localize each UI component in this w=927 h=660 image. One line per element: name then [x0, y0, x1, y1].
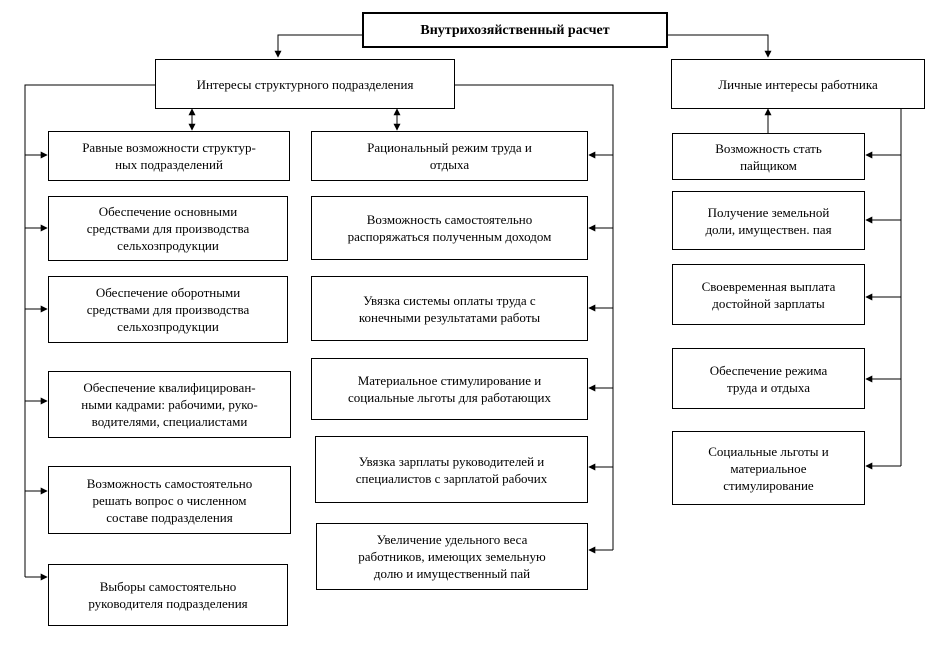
left-box-5: Возможность самостоятельно решать вопрос…	[48, 466, 291, 534]
right-box-2: Получение земельной доли, имуществен. па…	[672, 191, 865, 250]
middle-box-5: Увязка зарплаты руководителей и специали…	[315, 436, 588, 503]
middle-box-4: Материальное стимулирование и социальные…	[311, 358, 588, 420]
unit-interests-box: Интересы структурного подразделения	[155, 59, 455, 109]
middle-box-6: Увеличение удельного веса работников, им…	[316, 523, 588, 590]
left-box-1: Равные возможности структур- ных подразд…	[48, 131, 290, 181]
right-box-1: Возможность стать пайщиком	[672, 133, 865, 180]
middle-box-2: Возможность самостоятельно распоряжаться…	[311, 196, 588, 260]
left-box-2: Обеспечение основными средствами для про…	[48, 196, 288, 261]
right-box-5: Социальные льготы и материальное стимули…	[672, 431, 865, 505]
root-box-title: Внутрихозяйственный расчет	[362, 12, 668, 48]
right-box-4: Обеспечение режима труда и отдыха	[672, 348, 865, 409]
worker-interests-box: Личные интересы работника	[671, 59, 925, 109]
middle-box-3: Увязка системы оплаты труда с конечными …	[311, 276, 588, 341]
left-box-6: Выборы самостоятельно руководителя подра…	[48, 564, 288, 626]
middle-box-1: Рациональный режим труда и отдыха	[311, 131, 588, 181]
right-box-3: Своевременная выплата достойной зарплаты	[672, 264, 865, 325]
left-box-4: Обеспечение квалифицирован- ными кадрами…	[48, 371, 291, 438]
left-box-3: Обеспечение оборотными средствами для пр…	[48, 276, 288, 343]
